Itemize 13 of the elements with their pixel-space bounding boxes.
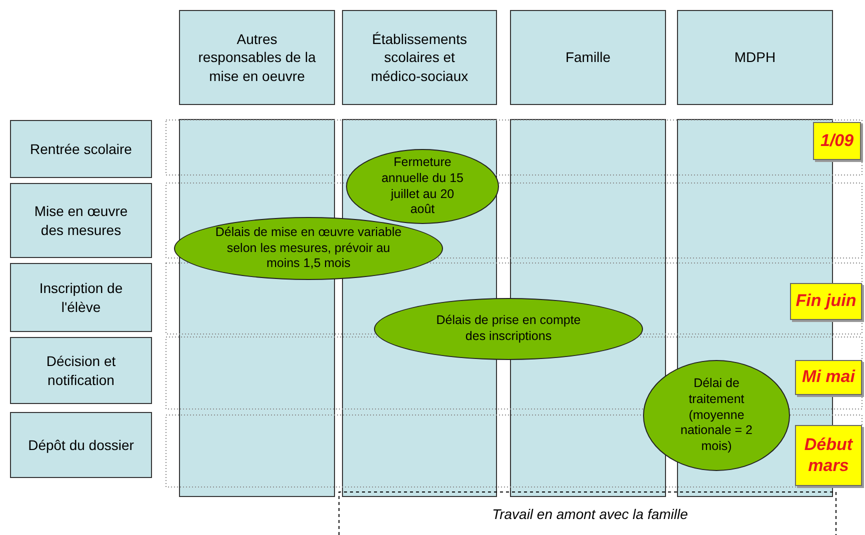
column-header: Famille: [510, 10, 666, 105]
column-header: MDPH: [677, 10, 833, 105]
date-flag: Mi mai: [795, 360, 862, 395]
date-flag: Fin juin: [790, 283, 862, 320]
row-label-box: Dépôt du dossier: [10, 412, 152, 478]
row-label-box: Rentrée scolaire: [10, 120, 152, 178]
column-header: Autres responsables de la mise en oeuvre: [179, 10, 335, 105]
row-label-box: Inscription de l'élève: [10, 263, 152, 332]
date-flag: Début mars: [795, 425, 862, 486]
row-label-box: Mise en œuvre des mesures: [10, 183, 152, 258]
row-label-box: Décision et notification: [10, 337, 152, 404]
date-flag: 1/09: [813, 122, 861, 160]
column-header: Établissements scolaires et médico-sociaux: [342, 10, 497, 105]
